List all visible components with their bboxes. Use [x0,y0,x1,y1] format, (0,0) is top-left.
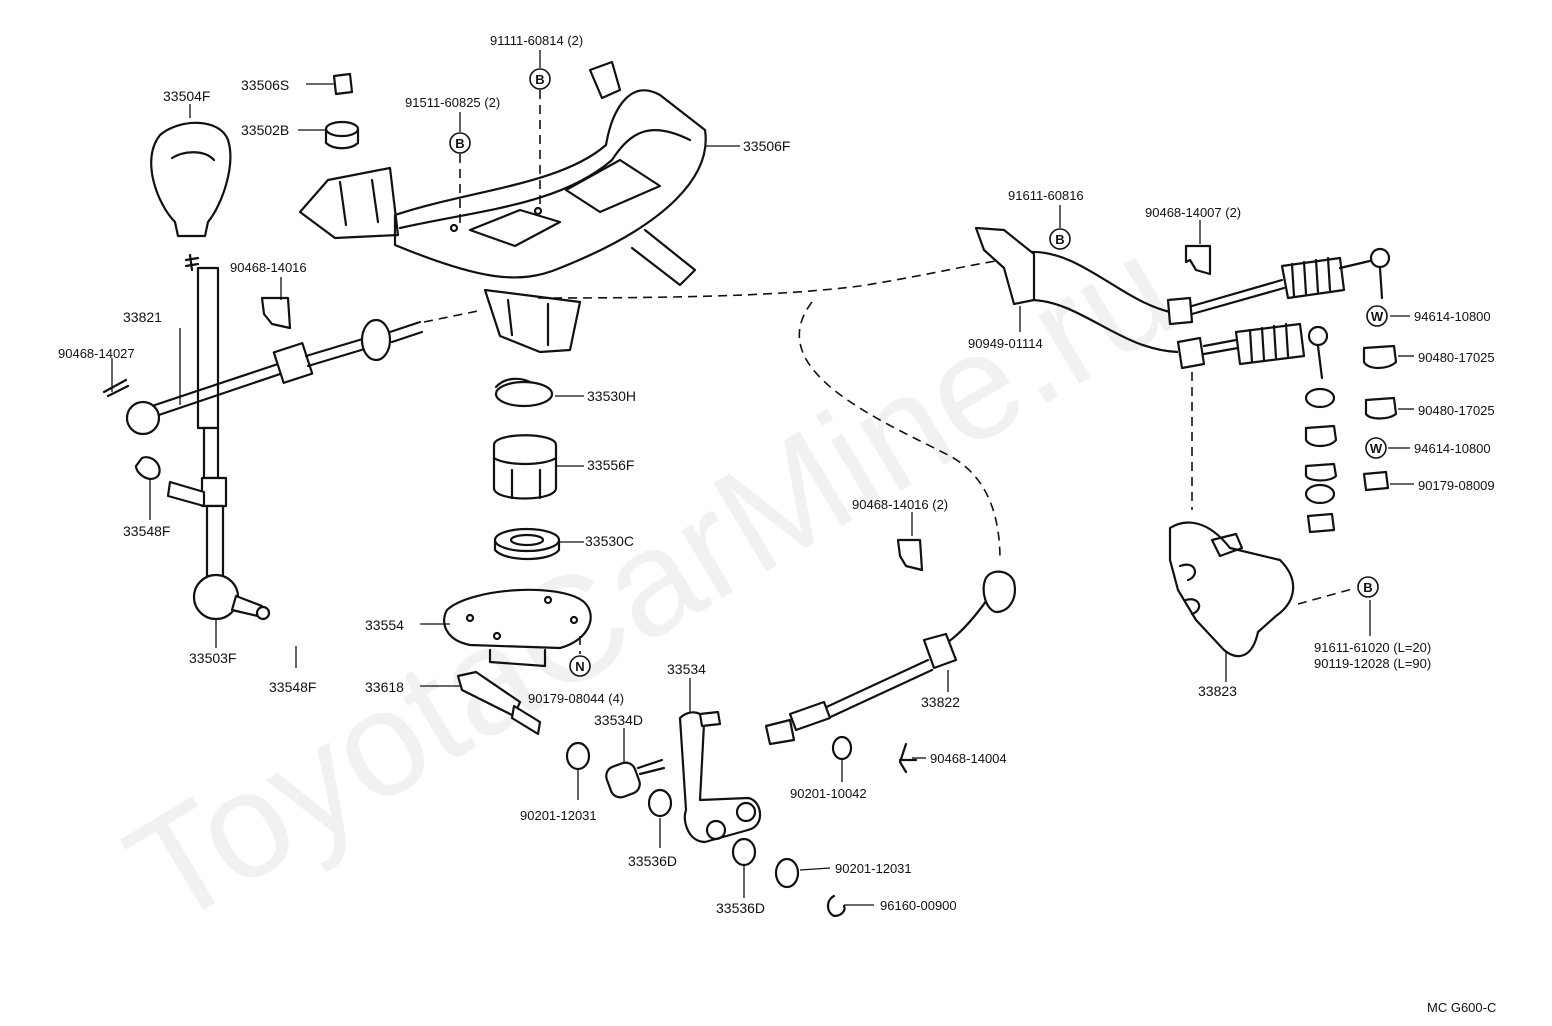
clips-drawing [260,226,1212,572]
label-33536D-a: 33536D [628,853,677,869]
shift-rod-drawing [102,310,479,508]
svg-text:B: B [535,72,544,87]
label-90468-14016-b: 90468-14016 (2) [852,497,948,512]
label-33556F: 33556F [587,457,634,473]
part-labels: 33504F 33506S 33502B 91111-60814 (2) 915… [58,33,1496,1015]
symbol-w-1: W [1366,305,1388,327]
label-90468-14016-a: 90468-14016 [230,260,307,275]
label-90179-08009: 90179-08009 [1418,478,1495,493]
label-33502B: 33502B [241,122,289,138]
label-33618: 33618 [365,679,404,695]
symbol-b-1: B [529,68,551,90]
label-90480-17025-a: 90480-17025 [1418,350,1495,365]
label-90119-12028: 90119-12028 (L=90) [1314,656,1431,671]
label-90468-14007: 90468-14007 (2) [1145,205,1241,220]
label-33534: 33534 [667,661,706,677]
label-33503F: 33503F [189,650,236,666]
label-33554: 33554 [365,617,404,633]
label-33822: 33822 [921,694,960,710]
svg-text:B: B [455,136,464,151]
shift-lever-base-drawing [298,60,707,354]
label-90468-14027: 90468-14027 [58,346,135,361]
svg-text:W: W [1370,441,1383,456]
symbol-w-2: W [1365,437,1387,459]
svg-text:B: B [1363,580,1372,595]
symbol-n-1: N [569,655,591,677]
upper-small-parts [324,72,360,150]
label-33506S: 33506S [241,77,289,93]
svg-text:N: N [575,659,584,674]
label-91611-61020: 91611-61020 (L=20) [1314,640,1431,655]
label-90201-10042: 90201-10042 [790,786,867,801]
symbol-b-4: B [1357,576,1379,598]
label-91611-60816: 91611-60816 [1008,188,1084,203]
label-94614-10800-b: 94614-10800 [1414,441,1491,456]
svg-text:W: W [1371,309,1384,324]
shift-lever-drawing [184,253,271,621]
cable-bracket-drawing [1168,521,1357,658]
control-cables-drawing [537,247,1391,746]
diagram-code: MC G600-C [1427,1000,1496,1015]
label-90468-14004: 90468-14004 [930,751,1007,766]
label-33504F: 33504F [163,88,210,104]
label-33821: 33821 [123,309,162,325]
label-90201-12031-a: 90201-12031 [520,808,597,823]
shift-knob-drawing [150,121,232,238]
label-90201-12031-b: 90201-12031 [835,861,912,876]
label-33530C: 33530C [585,533,634,549]
label-94614-10800-a: 94614-10800 [1414,309,1491,324]
svg-text:B: B [1055,232,1064,247]
label-96160-00900: 96160-00900 [880,898,957,913]
label-33506F: 33506F [743,138,790,154]
label-33530H: 33530H [587,388,636,404]
label-91511-60825: 91511-60825 (2) [405,95,500,110]
label-90480-17025-b: 90480-17025 [1418,403,1495,418]
hardware-stack-drawing [1304,344,1398,534]
label-33823: 33823 [1198,683,1237,699]
leader-lines [111,50,1414,906]
label-91111-60814: 91111-60814 (2) [490,33,583,48]
label-33534D: 33534D [594,712,643,728]
label-90949-01114: 90949-01114 [968,336,1043,351]
label-33536D-b: 33536D [716,900,765,916]
symbol-b-3: B [1049,228,1071,250]
lower-linkage-drawing [565,710,918,918]
label-33548F-b: 33548F [269,679,316,695]
label-33548F-a: 33548F [123,523,170,539]
symbol-b-2: B [449,132,471,154]
label-90179-08044: 90179-08044 (4) [528,691,624,706]
center-stack-drawing [443,377,592,736]
